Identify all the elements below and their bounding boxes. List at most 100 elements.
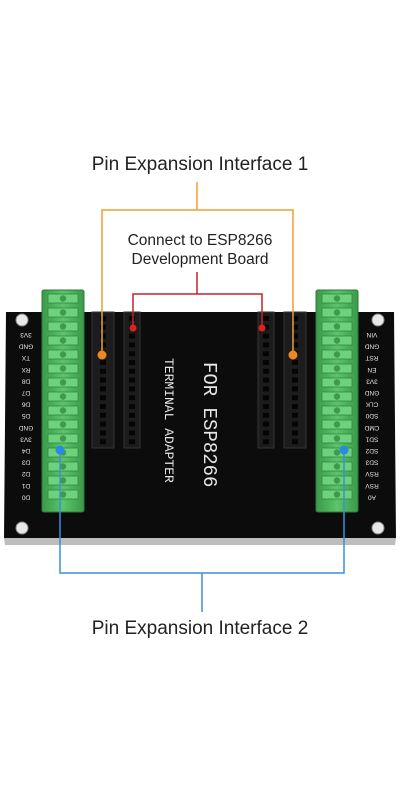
interface-2-bracket (59, 450, 345, 612)
screw-head-icon (59, 393, 67, 400)
header-hole (129, 360, 135, 365)
connect-bracket (132, 272, 263, 328)
pin-label: RX (21, 366, 31, 373)
interface-1-dot-left (97, 350, 107, 360)
screw-head-icon (333, 463, 341, 470)
pin-label: RSV (365, 482, 379, 489)
pin-label: 3V3 (20, 435, 32, 442)
header-hole (292, 404, 298, 409)
header-hole (100, 412, 106, 418)
screw-head-icon (333, 393, 341, 400)
header-hole (129, 351, 135, 357)
header-hole (100, 333, 106, 339)
screw-head-icon (59, 491, 67, 498)
pin-label: D4 (21, 447, 30, 454)
header-hole (129, 316, 135, 321)
header-hole (129, 412, 135, 418)
header-hole (292, 439, 298, 445)
screw-head-icon (333, 491, 341, 498)
header-hole (100, 421, 106, 427)
screw-head-icon (59, 463, 67, 470)
screw-head-icon (59, 407, 67, 414)
pin-label: GND (364, 389, 379, 396)
header-hole (263, 386, 269, 392)
pin-label: D0 (21, 493, 30, 500)
header-hole (263, 324, 269, 330)
screw-head-icon (333, 351, 341, 358)
header-hole (100, 342, 106, 348)
screw-head-icon (59, 351, 67, 358)
header-hole (292, 377, 298, 383)
header-hole (292, 430, 298, 436)
right-terminal-block (315, 289, 359, 513)
pin-label: D3 (21, 459, 30, 466)
screw-head-icon (333, 365, 341, 372)
header-hole (263, 368, 269, 374)
screw-head-icon (333, 407, 341, 414)
pin-label: CLK (365, 401, 378, 408)
header-hole (129, 404, 135, 409)
screw-head-icon (59, 323, 67, 330)
header-hole (292, 316, 298, 321)
header-hole (100, 395, 106, 401)
pin-label: D1 (21, 482, 30, 489)
header-hole (292, 342, 298, 348)
header-hole (292, 360, 298, 365)
header-hole (100, 377, 106, 383)
header-hole (129, 377, 135, 383)
header-hole (292, 386, 298, 392)
screw-head-icon (333, 435, 341, 442)
pin-label: SD0 (365, 412, 378, 419)
header-hole (100, 404, 106, 409)
header-hole (129, 333, 135, 339)
right-pin-labels: VINGNDRSTEN3V3GNDCLKSD0CMDSD1SD2SD3RSVRS… (364, 331, 379, 500)
header-hole (263, 439, 269, 445)
header-hole (263, 316, 269, 321)
interface-2-dot-right (339, 445, 349, 455)
pin-label: GND (18, 424, 33, 431)
pin-label: RSV (365, 470, 379, 477)
connect-dot-left (129, 324, 137, 332)
header-hole (129, 421, 135, 427)
pin-label: D7 (21, 389, 30, 396)
screw-head-icon (59, 309, 67, 316)
pin-label: D2 (21, 470, 30, 477)
pin-label: D8 (21, 377, 30, 384)
pin-label: EN (367, 366, 376, 373)
interface-1-label: Pin Expansion Interface 1 (91, 154, 309, 175)
interface-1-bracket (101, 182, 294, 355)
screw-head-icon (333, 323, 341, 330)
screw-head-icon (333, 421, 341, 428)
screw-head-icon (59, 477, 67, 484)
pin-label: VIN (366, 331, 377, 338)
header-hole (129, 368, 135, 374)
header-hole (292, 368, 298, 374)
silk-line-1: FOR ESP8266 (198, 362, 220, 487)
header-hole (263, 421, 269, 427)
pin-label: 3V3 (366, 377, 378, 384)
header-hole (263, 351, 269, 357)
header-hole (292, 421, 298, 427)
screw-head-icon (59, 421, 67, 428)
screw-head-icon (59, 435, 67, 442)
pin-label: TX (21, 354, 30, 361)
connect-dot-right (258, 324, 266, 332)
pin-label: CMD (364, 424, 379, 431)
screw-head-icon (333, 309, 341, 316)
header-hole (129, 386, 135, 392)
header-hole (129, 342, 135, 348)
header-hole (100, 430, 106, 436)
interface-1-dot-right (288, 350, 298, 360)
header-hole (263, 404, 269, 409)
header-hole (100, 324, 106, 330)
header-hole (100, 439, 106, 445)
header-hole (263, 342, 269, 348)
header-hole (292, 324, 298, 330)
pin-label: A0 (368, 493, 376, 500)
interface-2-label: Pin Expansion Interface 2 (91, 618, 309, 639)
pin-label: SD2 (365, 447, 378, 454)
screw-head-icon (333, 379, 341, 386)
screw-head-icon (333, 295, 341, 302)
